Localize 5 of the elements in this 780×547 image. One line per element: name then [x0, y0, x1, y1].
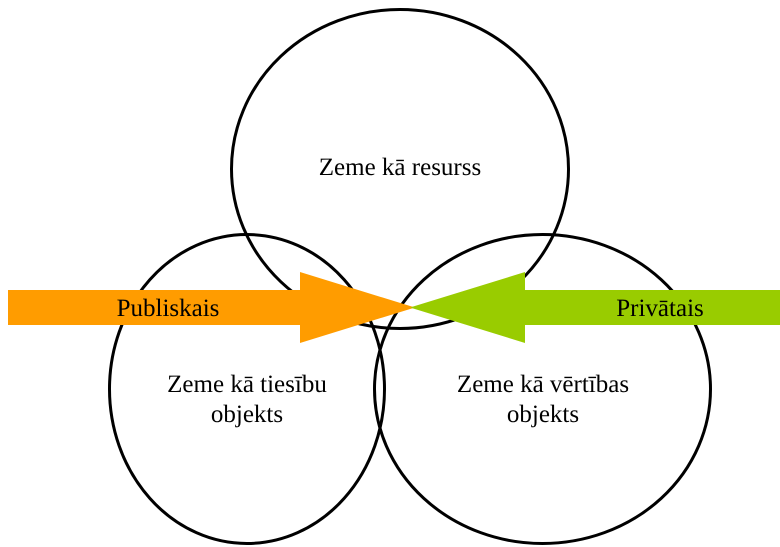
circle-label: Zeme kā tiesību objekts [166, 370, 328, 430]
arrow-label: Privātais [615, 294, 705, 324]
circle-label: Zeme kā resurss [318, 153, 482, 183]
arrow-label: Publiskais [116, 294, 220, 324]
circle-label: Zeme kā vērtības objekts [456, 370, 630, 430]
